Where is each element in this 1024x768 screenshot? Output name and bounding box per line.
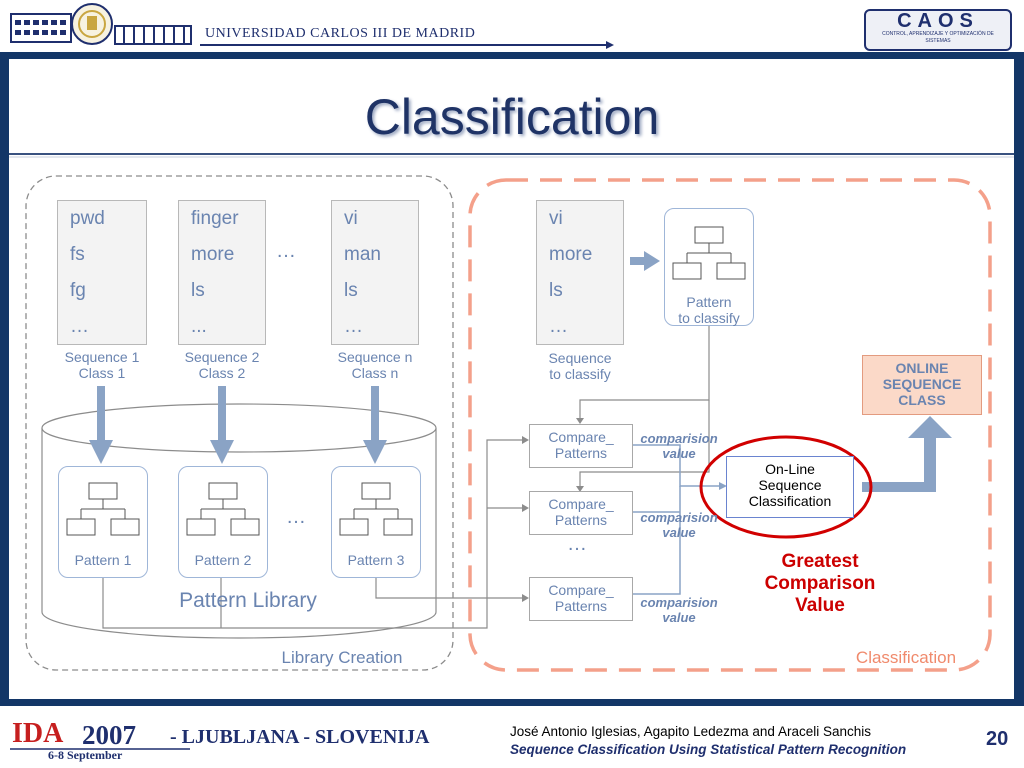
compare-box-1: Compare_ Patterns xyxy=(529,424,633,468)
university-name: UNIVERSIDAD CARLOS III DE MADRID xyxy=(205,26,476,41)
tree-icon xyxy=(672,226,746,280)
library-creation-region xyxy=(25,175,454,671)
footer-authors: José Antonio Iglesias, Agapito Ledezma a… xyxy=(510,724,871,739)
greatest-comparison-label: Greatest Comparison Value xyxy=(764,551,876,616)
online-classification-label: On-Line Sequence Classification xyxy=(748,461,832,509)
conference-name: IDA xyxy=(12,718,64,749)
library-connectors xyxy=(102,439,522,629)
university-building-right-icon xyxy=(114,25,192,45)
compare-label: Compare_ Patterns xyxy=(548,429,614,461)
sequence-item: … xyxy=(549,316,568,337)
sequence-to-pattern-arrow xyxy=(630,251,660,271)
comparison-value-label-1: comparision value xyxy=(640,431,718,461)
caos-logo: CAOS CONTROL, APRENDIZAJE Y OPTIMIZACIÓN… xyxy=(864,9,1012,51)
sequence-item: ls xyxy=(549,280,563,301)
sequence-box-2: finger more ls ... xyxy=(178,200,266,345)
sequence-item: ... xyxy=(191,316,207,337)
sequence-ellipsis: … xyxy=(276,240,296,262)
result-arrow xyxy=(862,416,952,492)
pattern-ellipsis: … xyxy=(286,506,306,528)
library-creation-label: Library Creation xyxy=(281,648,403,667)
sequence-label-n: Sequence n Class n xyxy=(337,349,413,381)
compare-ellipsis: … xyxy=(567,533,587,555)
highlight-ellipse xyxy=(699,435,873,539)
page-number: 20 xyxy=(986,728,1009,750)
sequence-item: more xyxy=(191,244,235,265)
pattern-to-classify-box: Pattern to classify xyxy=(664,208,754,326)
header-bar: UNIVERSIDAD CARLOS III DE MADRID CAOS CO… xyxy=(0,0,1024,52)
pattern-box-2: Pattern 2 xyxy=(178,466,268,578)
sequence-item: … xyxy=(344,316,363,337)
header-underline-arrow xyxy=(200,41,614,49)
classification-region xyxy=(468,178,992,672)
sequence-item: finger xyxy=(191,208,239,229)
university-building-icon xyxy=(10,13,72,43)
library-connector-heads xyxy=(522,436,529,602)
sequence-box-n: vi man ls … xyxy=(331,200,419,345)
tree-icon xyxy=(186,482,260,536)
caos-logo-subtitle: CONTROL, APRENDIZAJE Y OPTIMIZACIÓN DE S… xyxy=(882,31,994,44)
caos-logo-text: CAOS xyxy=(897,10,979,32)
conference-year: 2007 xyxy=(82,720,136,750)
pattern-label-3: Pattern 3 xyxy=(347,552,405,568)
tree-icon xyxy=(339,482,413,536)
comparison-value-label-3: comparision value xyxy=(640,595,718,625)
title-divider xyxy=(9,153,1014,158)
pattern-to-classify-label: Pattern to classify xyxy=(678,294,740,326)
classify-connectors xyxy=(579,324,710,486)
classification-section-label: Classification xyxy=(855,648,957,667)
pattern-label-2: Pattern 2 xyxy=(194,552,252,568)
sequence-to-classify-box: vi more ls … xyxy=(536,200,624,345)
sequence-item: fs xyxy=(70,244,85,265)
comparison-value-label-2: comparision value xyxy=(640,510,718,540)
sequence-item: vi xyxy=(549,208,563,229)
sequence-item: fg xyxy=(70,280,86,301)
sequence-item: pwd xyxy=(70,208,105,229)
sequence-item: ls xyxy=(344,280,358,301)
compare-label: Compare_ Patterns xyxy=(548,496,614,528)
online-sequence-class-label: ONLINE SEQUENCE CLASS xyxy=(882,360,962,408)
compare-box-2: Compare_ Patterns xyxy=(529,491,633,535)
online-classification-box: On-Line Sequence Classification xyxy=(726,456,854,518)
online-sequence-class-box: ONLINE SEQUENCE CLASS xyxy=(862,355,982,415)
tree-icon xyxy=(66,482,140,536)
compare-label: Compare_ Patterns xyxy=(548,582,614,614)
pattern-box-3: Pattern 3 xyxy=(331,466,421,578)
conference-place: - LJUBLJANA - SLOVENIJA xyxy=(170,726,430,748)
sequence-label-2: Sequence 2 Class 2 xyxy=(184,349,260,381)
compare-box-3: Compare_ Patterns xyxy=(529,577,633,621)
build-arrows xyxy=(89,386,387,464)
slide-title: Classification xyxy=(364,89,660,145)
conference-dates: 6-8 September xyxy=(48,748,123,762)
sequence-item: man xyxy=(344,244,381,265)
sequence-label-1: Sequence 1 Class 1 xyxy=(64,349,140,381)
sequence-item: ls xyxy=(191,280,205,301)
footer-bar: IDA 2007 - LJUBLJANA - SLOVENIJA 6-8 Sep… xyxy=(0,706,1024,768)
sequence-item: vi xyxy=(344,208,358,229)
footer-underline xyxy=(10,748,190,750)
pattern-box-1: Pattern 1 xyxy=(58,466,148,578)
university-seal-icon xyxy=(71,3,113,45)
sequence-box-1: pwd fs fg … xyxy=(57,200,147,345)
footer-paper-title: Sequence Classification Using Statistica… xyxy=(510,742,907,757)
pattern-library-label: Pattern Library xyxy=(179,589,317,612)
sequence-item: more xyxy=(549,244,593,265)
pattern-label-1: Pattern 1 xyxy=(74,552,132,568)
sequence-to-classify-label: Sequence to classify xyxy=(548,350,612,382)
sequence-item: … xyxy=(70,316,89,337)
